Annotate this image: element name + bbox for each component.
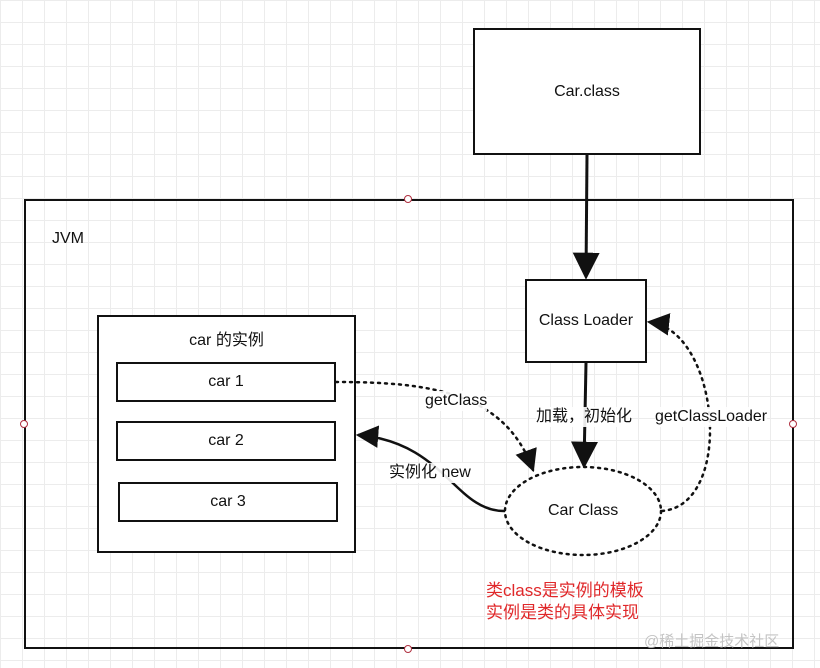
jvm-label: JVM bbox=[52, 230, 84, 247]
car-class-file-box[interactable]: Car.class bbox=[473, 28, 701, 155]
instance-box-car-2[interactable]: car 2 bbox=[116, 421, 336, 461]
instance-label: car 3 bbox=[210, 493, 246, 510]
selection-handle-right[interactable] bbox=[789, 420, 797, 428]
edge-label-get-class: getClass bbox=[425, 391, 488, 411]
class-loader-box[interactable]: Class Loader bbox=[525, 279, 647, 363]
selection-handle-top[interactable] bbox=[404, 195, 412, 203]
arrow-get-class-loader[interactable] bbox=[646, 313, 712, 513]
class-loader-label: Class Loader bbox=[538, 312, 634, 329]
edge-label-get-class-loader: getClassLoader bbox=[655, 407, 768, 427]
edge-label-instantiate: 实例化 new bbox=[389, 463, 471, 483]
arrow-load-class-file[interactable] bbox=[572, 154, 600, 280]
note-line-1: 类class是实例的模板 bbox=[486, 581, 644, 600]
note-line-2: 实例是类的具体实现 bbox=[486, 603, 639, 622]
edge-label-load-init: 加载，初始化 bbox=[536, 407, 633, 427]
instances-panel-title: car 的实例 bbox=[189, 332, 264, 349]
watermark: @稀土掘金技术社区 bbox=[644, 633, 780, 650]
selection-handle-left[interactable] bbox=[20, 420, 28, 428]
arrow-get-class[interactable] bbox=[334, 380, 537, 473]
instance-box-car-3[interactable]: car 3 bbox=[118, 482, 338, 522]
car-class-node[interactable] bbox=[503, 465, 663, 557]
car-class-label: Car Class bbox=[548, 502, 619, 519]
instance-box-car-1[interactable]: car 1 bbox=[116, 362, 336, 402]
instance-label: car 2 bbox=[208, 432, 244, 449]
instance-label: car 1 bbox=[208, 373, 244, 390]
car-class-file-label: Car.class bbox=[554, 82, 620, 100]
selection-handle-bottom[interactable] bbox=[404, 645, 412, 653]
